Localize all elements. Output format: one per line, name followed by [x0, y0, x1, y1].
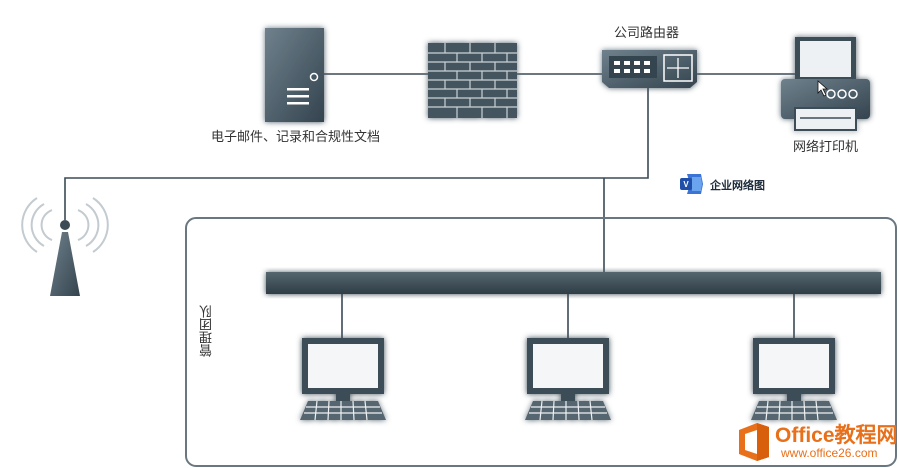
- workstation-icon: [525, 338, 611, 421]
- diagram-title: 企业网络图: [710, 179, 765, 192]
- wireless-tower-icon: [21, 197, 109, 296]
- connections: [64, 73, 795, 338]
- printer-icon: [781, 37, 870, 131]
- watermark-url: www.office26.com: [781, 446, 878, 460]
- router-icon: [602, 50, 697, 88]
- printer-label: 网络打印机: [793, 140, 859, 155]
- workstation-icon: [751, 338, 837, 421]
- watermark: Office教程网 www.office26.com: [733, 417, 899, 468]
- network-bus: [266, 272, 881, 294]
- watermark-brand: Office教程网: [775, 424, 898, 447]
- management-team-group: [185, 217, 897, 467]
- visio-logo-icon: V: [680, 174, 703, 194]
- router-label: 公司路由器: [614, 26, 680, 41]
- mouse-cursor-icon: [817, 80, 829, 97]
- group-label: 管理团队: [200, 305, 215, 357]
- office-logo-icon: [739, 423, 769, 461]
- workstation-icon: [300, 338, 386, 421]
- svg-text:V: V: [683, 180, 689, 189]
- server-label: 电子邮件、记录和合规性文档: [211, 130, 381, 145]
- server-icon: [265, 28, 324, 122]
- router-tower-link: [64, 88, 649, 220]
- firewall-icon: [428, 43, 517, 118]
